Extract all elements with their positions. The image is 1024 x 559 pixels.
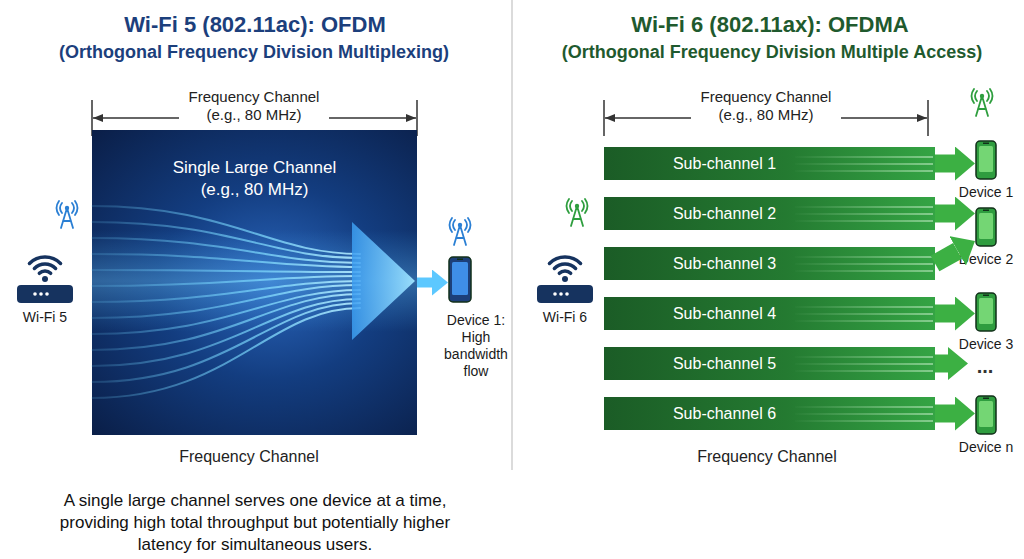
panel-divider	[511, 0, 513, 470]
axis-label: Frequency Channel	[149, 447, 349, 467]
dimension-label: Frequency Channel (e.g., 80 MHz)	[691, 88, 841, 124]
device-label: Device 1: High bandwidth flow	[440, 312, 512, 380]
antenna-icon	[567, 199, 588, 226]
axis-label: Frequency Channel	[667, 447, 867, 467]
flow-glow	[92, 230, 417, 332]
device-node: Device 1	[955, 140, 1017, 204]
device-label: Device 1	[959, 184, 1013, 201]
flow-arrow	[935, 205, 955, 223]
device-node: Device 1: High bandwidth flow	[440, 256, 512, 381]
subchannel-label: Sub-channel 4	[673, 304, 776, 324]
wifi-wave	[39, 271, 50, 273]
flow-arrow	[935, 155, 955, 173]
router-light	[33, 292, 37, 296]
router-light	[39, 292, 43, 296]
router-label: Wi-Fi 5	[23, 309, 67, 326]
router-body	[537, 285, 593, 303]
phone-icon	[448, 256, 472, 303]
router-label: Wi-Fi 6	[543, 309, 587, 326]
phone-body	[976, 396, 996, 434]
router-light	[565, 292, 569, 296]
flow-arrow	[417, 278, 432, 288]
phone-speaker	[983, 143, 989, 145]
phone-screen	[452, 262, 468, 295]
subchannel-bar: Sub-channel 1	[604, 147, 935, 180]
router-light	[45, 292, 49, 296]
device-node: Device 3	[955, 292, 1017, 356]
phone-speaker	[983, 398, 989, 400]
phone-icon	[975, 207, 997, 247]
wifi-wave	[549, 257, 580, 263]
subchannel-label: Sub-channel 2	[673, 204, 776, 224]
router-node: Wi-Fi 5	[5, 243, 85, 335]
subchannel-label: Sub-channel 6	[673, 404, 776, 424]
wifi-wave	[34, 264, 55, 268]
panel-heading: Wi-Fi 6 (802.11ax): OFDMA	[520, 11, 1020, 39]
phone-body	[976, 293, 996, 331]
phone-speaker	[983, 210, 989, 212]
phone-icon	[975, 292, 997, 332]
router-light	[553, 292, 557, 296]
wifi-dot	[42, 276, 48, 282]
phone-screen	[979, 298, 993, 324]
device-label: Device n	[959, 439, 1013, 456]
panel-subheading: (Orthogonal Frequency Division Multiple …	[522, 39, 1022, 65]
flow-arrow	[935, 251, 958, 264]
device-label: Device 3	[959, 336, 1013, 353]
subchannel-bar: Sub-channel 5	[604, 347, 935, 380]
phone-icon	[975, 395, 997, 435]
channel-label: Single Large Channel (e.g., 80 MHz)	[160, 157, 350, 201]
wifi-wave	[29, 257, 60, 263]
device-node: Device 2	[955, 207, 1017, 271]
device-node: Device n	[955, 395, 1017, 459]
subchannel-bar: Sub-channel 6	[604, 397, 935, 430]
phone-body	[449, 257, 471, 302]
router-node: Wi-Fi 6	[525, 243, 605, 335]
flow-streaks	[92, 206, 360, 398]
antenna-icon	[972, 89, 993, 116]
subchannel-label: Sub-channel 1	[673, 154, 776, 174]
subchannel-streaks	[795, 157, 933, 421]
wifi-wave	[554, 264, 575, 268]
flow-arrow	[935, 305, 955, 323]
antenna-icon	[57, 201, 78, 228]
phone-icon	[975, 140, 997, 180]
wifi-dot	[562, 276, 568, 282]
phone-screen	[979, 146, 993, 172]
phone-speaker	[983, 295, 989, 297]
subchannel-label: Sub-channel 3	[673, 254, 776, 274]
dimension-label: Frequency Channel (e.g., 80 MHz)	[179, 88, 329, 124]
panel-heading: Wi-Fi 5 (802.11ac): OFDM	[5, 11, 505, 39]
router-body	[17, 285, 73, 303]
phone-screen	[979, 213, 993, 239]
device-label: Device 2	[959, 251, 1013, 268]
flow-arrow	[935, 347, 968, 380]
wifi-wave	[559, 271, 570, 273]
phone-speaker	[457, 259, 463, 261]
subchannel-bar: Sub-channel 4	[604, 297, 935, 330]
router-icon	[525, 243, 605, 305]
subchannel-bar: Sub-channel 2	[604, 197, 935, 230]
subchannel-bar: Sub-channel 3	[604, 247, 935, 280]
phone-screen	[979, 401, 993, 427]
ellipsis-label: ...	[965, 356, 1005, 376]
caption-text: A single large channel serves one device…	[40, 490, 470, 556]
channel-box: Single Large Channel (e.g., 80 MHz)	[92, 130, 417, 435]
flow-arrow	[935, 405, 955, 423]
panel-subheading: (Orthogonal Frequency Division Multiplex…	[4, 39, 504, 65]
subchannel-label: Sub-channel 5	[673, 354, 776, 374]
phone-body	[976, 208, 996, 246]
router-light	[559, 292, 563, 296]
router-icon	[5, 243, 85, 305]
phone-body	[976, 141, 996, 179]
antenna-icon	[450, 218, 471, 245]
flow-arrowhead	[352, 222, 415, 340]
